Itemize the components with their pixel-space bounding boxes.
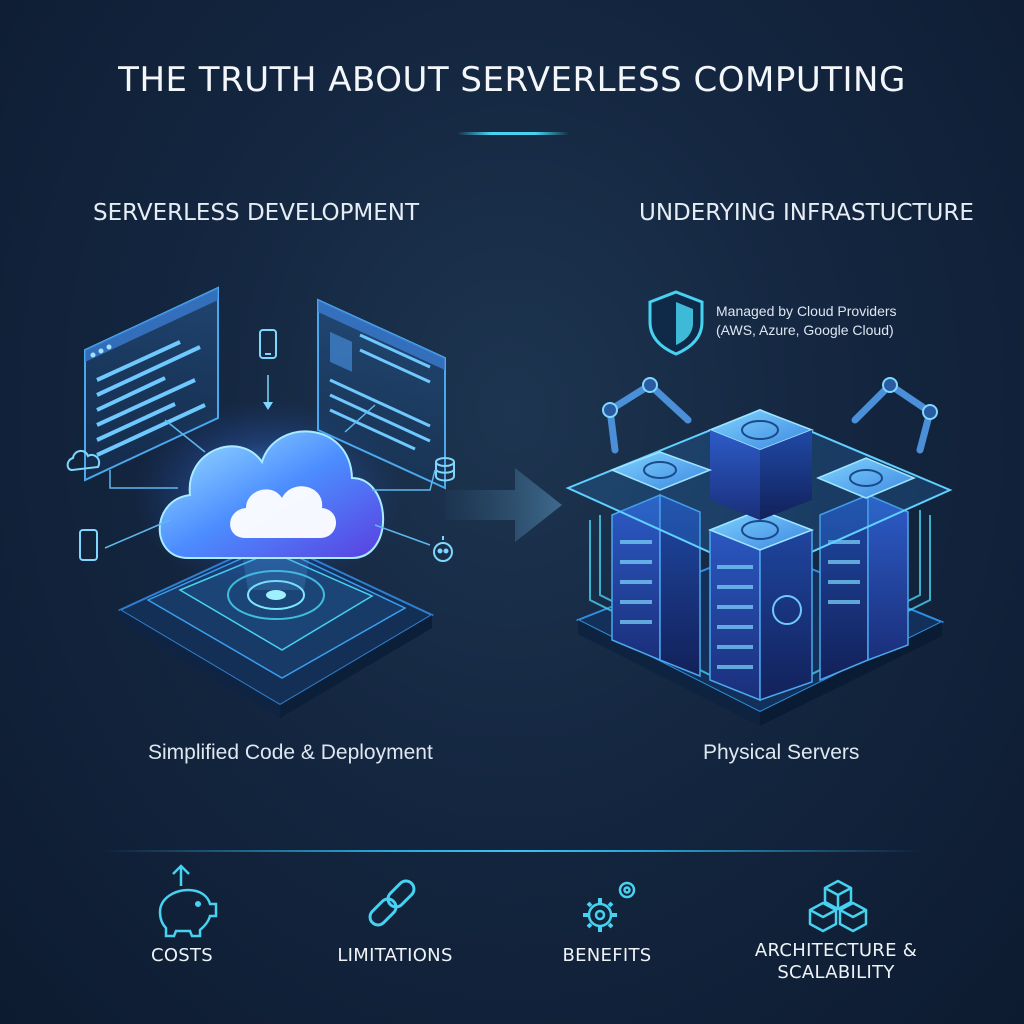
left-heading: SERVERLESS DEVELOPMENT bbox=[93, 200, 420, 226]
feature-label: BENEFITS bbox=[562, 945, 652, 966]
title-underline bbox=[457, 132, 569, 135]
robot-arm-left-icon bbox=[606, 380, 692, 454]
serverless-illustration bbox=[66, 286, 455, 718]
base-platform-edge-right bbox=[280, 615, 432, 718]
left-caption: Simplified Code & Deployment bbox=[148, 741, 433, 764]
base-platform-edge-left bbox=[120, 610, 280, 718]
cloud-provider-note: Managed by Cloud Providers (AWS, Azure, … bbox=[716, 302, 897, 340]
page-title: THE TRUTH ABOUT SERVERLESS COMPUTING bbox=[118, 60, 906, 100]
mobile-phone-icon bbox=[259, 329, 277, 359]
code-window-right bbox=[317, 298, 446, 490]
code-window-left bbox=[84, 286, 219, 482]
platform-ring-core bbox=[266, 590, 286, 600]
feature-label: COSTS bbox=[150, 945, 214, 966]
feature-label: ARCHITECTURE & bbox=[754, 940, 918, 961]
server-rack-top-right bbox=[816, 457, 916, 499]
feature-limitations: LIMITATIONS bbox=[305, 945, 485, 967]
server-infrastructure-illustration bbox=[565, 377, 953, 726]
feature-costs: COSTS bbox=[92, 945, 272, 967]
managed-line-2: (AWS, Azure, Google Cloud) bbox=[716, 322, 894, 338]
server-rack-back bbox=[707, 409, 815, 520]
robot-icon bbox=[433, 536, 453, 562]
section-divider bbox=[100, 850, 924, 852]
server-rack-left bbox=[611, 493, 701, 678]
tablet-icon bbox=[79, 529, 98, 561]
right-caption: Physical Servers bbox=[703, 741, 860, 764]
managed-line-1: Managed by Cloud Providers bbox=[716, 303, 897, 319]
feature-label: LIMITATIONS bbox=[337, 945, 453, 966]
database-icon bbox=[435, 457, 455, 482]
feature-label-line2: SCALABILITY bbox=[777, 962, 895, 983]
feature-architecture: ARCHITECTURE & SCALABILITY bbox=[736, 940, 936, 984]
server-rack-top-left bbox=[609, 451, 713, 491]
piggy-bank-icon bbox=[158, 864, 218, 938]
right-heading: UNDERYING INFRASTUCTURE bbox=[639, 200, 974, 226]
gears-icon bbox=[583, 881, 636, 932]
transition-arrow bbox=[445, 468, 562, 542]
feature-benefits: BENEFITS bbox=[517, 945, 697, 967]
cloud-icon bbox=[158, 430, 385, 559]
server-rack-front bbox=[707, 508, 815, 702]
stacked-cubes-icon bbox=[808, 879, 868, 933]
shield-icon bbox=[648, 290, 704, 356]
chain-link-icon bbox=[368, 879, 416, 927]
connector-lines bbox=[104, 404, 436, 549]
robot-arm-right-icon bbox=[851, 380, 935, 454]
server-rack-right bbox=[819, 493, 909, 682]
cloud-storage-icon bbox=[66, 450, 101, 472]
